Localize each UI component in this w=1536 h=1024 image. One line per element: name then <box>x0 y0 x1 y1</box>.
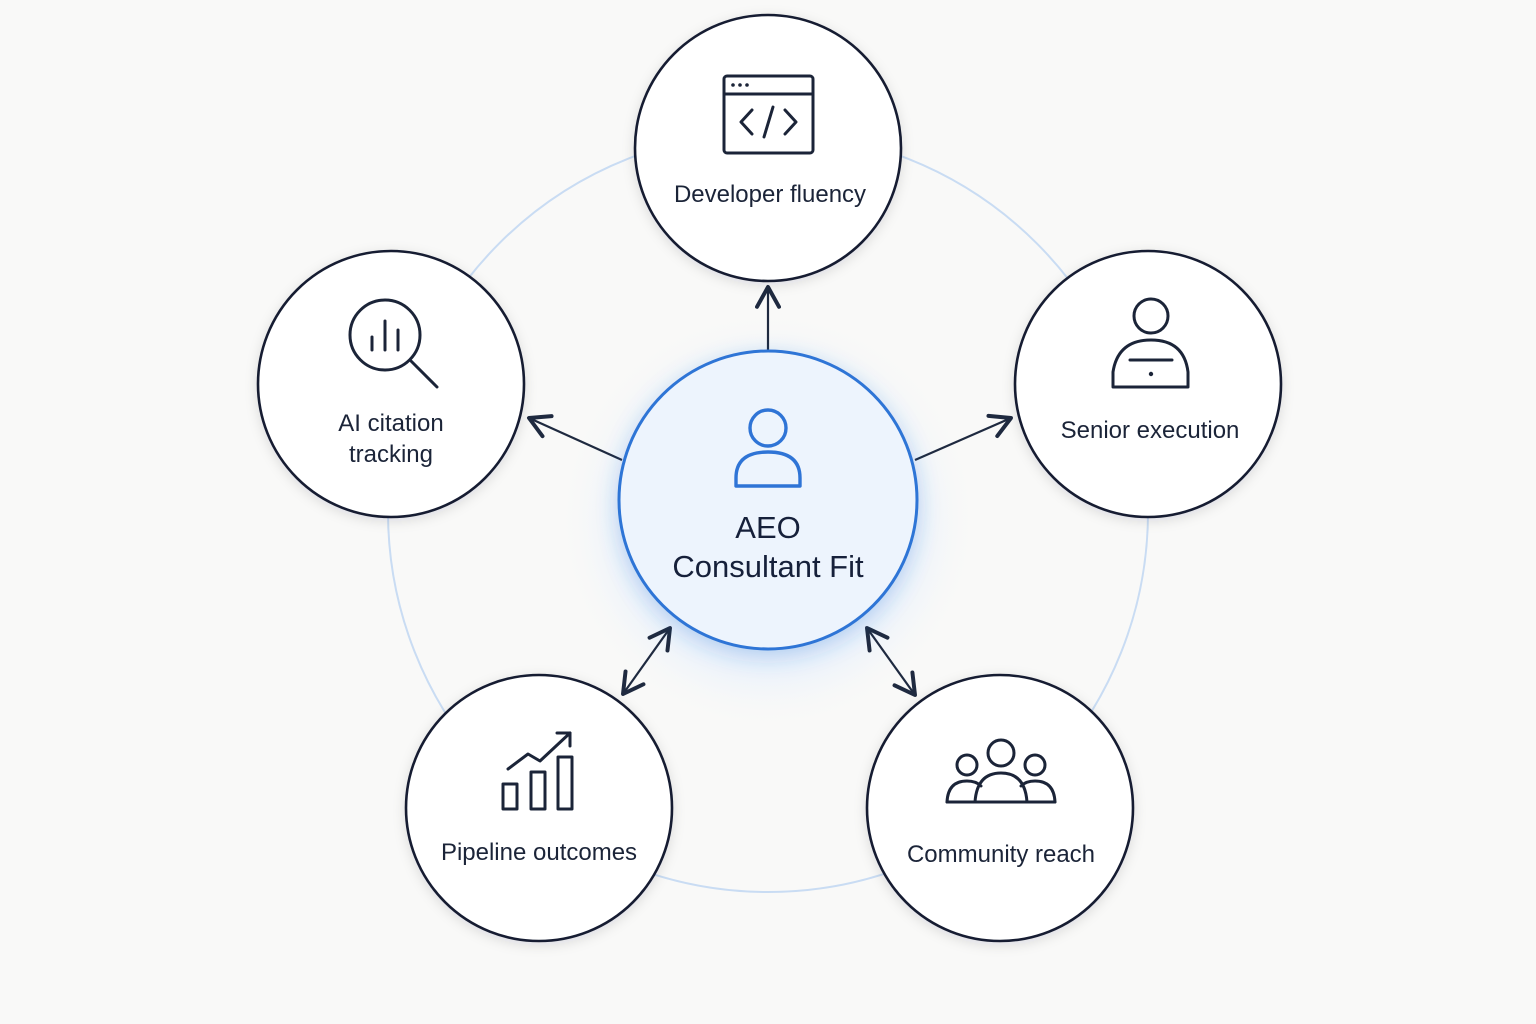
node-circle <box>256 249 526 519</box>
connector-community-reach <box>865 626 917 697</box>
person-icon <box>734 408 802 488</box>
node-label-line2: tracking <box>349 441 433 468</box>
code-window-icon <box>722 74 815 155</box>
node-circle <box>865 673 1135 943</box>
bar-chart-trend-icon <box>501 731 574 811</box>
node-circle <box>633 13 903 283</box>
connector-ai-citation-tracking <box>527 414 623 462</box>
node-label: Senior execution <box>1061 417 1240 444</box>
node-pipeline-outcomes: Pipeline outcomes <box>404 673 674 943</box>
connector-senior-execution <box>914 413 1013 462</box>
connectors <box>527 285 1013 697</box>
node-ai-citation-tracking: AI citation tracking <box>256 249 526 519</box>
center-title-line1: AEO <box>735 510 800 545</box>
node-label: Developer fluency <box>674 181 866 208</box>
node-community-reach: Community reach <box>865 673 1135 943</box>
magnifier-chart-icon <box>348 298 439 389</box>
node-label-line1: AI citation <box>338 410 443 437</box>
center-title-line2: Consultant Fit <box>672 549 864 584</box>
node-developer-fluency: Developer fluency <box>633 13 903 283</box>
connector-pipeline-outcomes <box>621 626 672 696</box>
group-icon <box>945 738 1057 804</box>
center-node: AEO Consultant Fit <box>617 349 919 651</box>
person-laptop-icon <box>1111 297 1190 389</box>
center-circle <box>617 349 919 651</box>
node-label: Community reach <box>907 841 1095 868</box>
node-circle <box>1013 249 1283 519</box>
node-senior-execution: Senior execution <box>1013 249 1283 519</box>
node-label: Pipeline outcomes <box>441 839 637 866</box>
